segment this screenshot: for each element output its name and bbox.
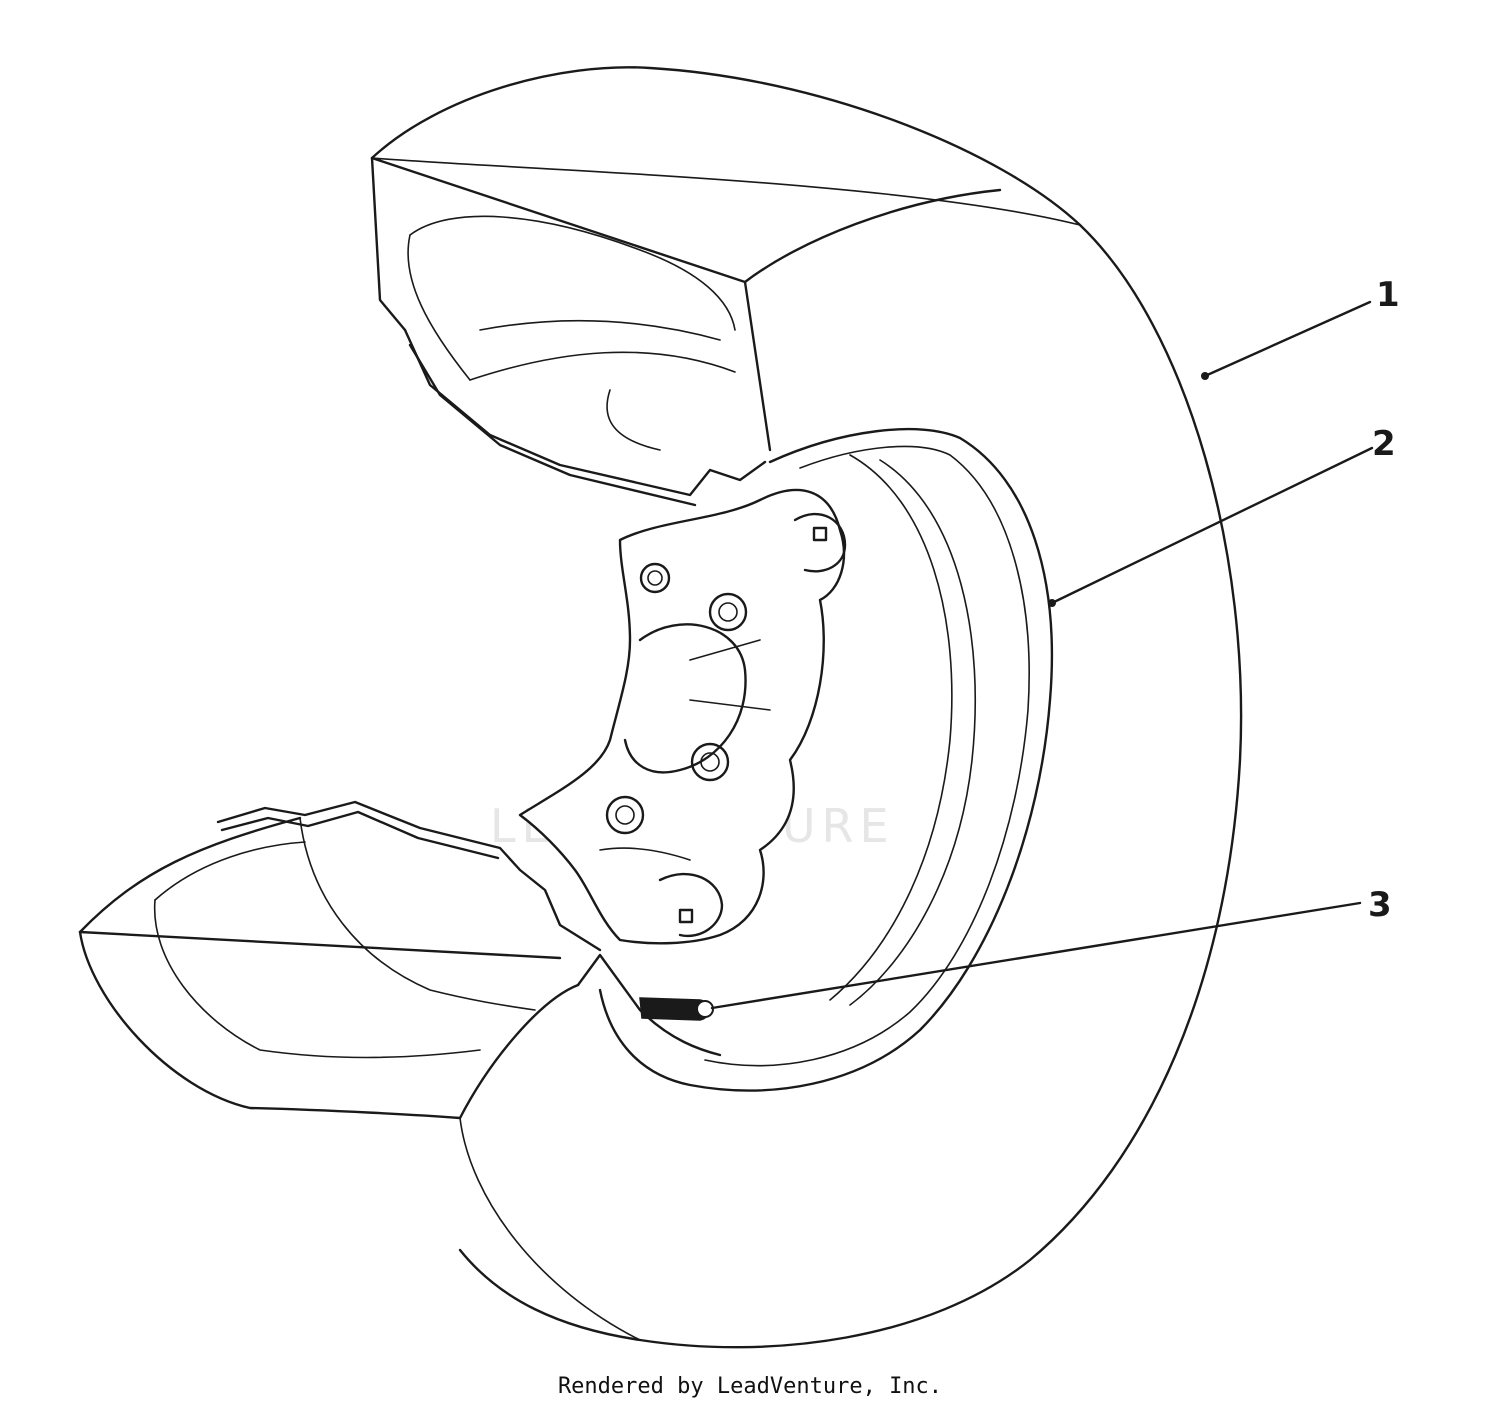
tab-square-hole: [678, 908, 694, 924]
leader-line-2: [1050, 446, 1374, 605]
rim: [216, 328, 1054, 1092]
lug-hole: [605, 795, 645, 835]
lug-hole: [708, 592, 748, 632]
callout-2-label: 2: [1372, 424, 1396, 464]
leader-line-1: [1203, 300, 1372, 378]
valve-stem: [639, 997, 714, 1021]
lug-hole: [690, 742, 730, 782]
leader-lines: [710, 300, 1374, 1010]
callout-1-label: 1: [1376, 275, 1400, 315]
tire: [78, 66, 1243, 1349]
callout-3-label: 3: [1368, 885, 1392, 925]
lug-hole: [639, 562, 671, 594]
tab-square-hole: [812, 526, 828, 542]
leader-line-3: [710, 901, 1362, 1010]
hub: [518, 488, 847, 945]
credit-text: Rendered by LeadVenture, Inc.: [557, 1374, 943, 1399]
